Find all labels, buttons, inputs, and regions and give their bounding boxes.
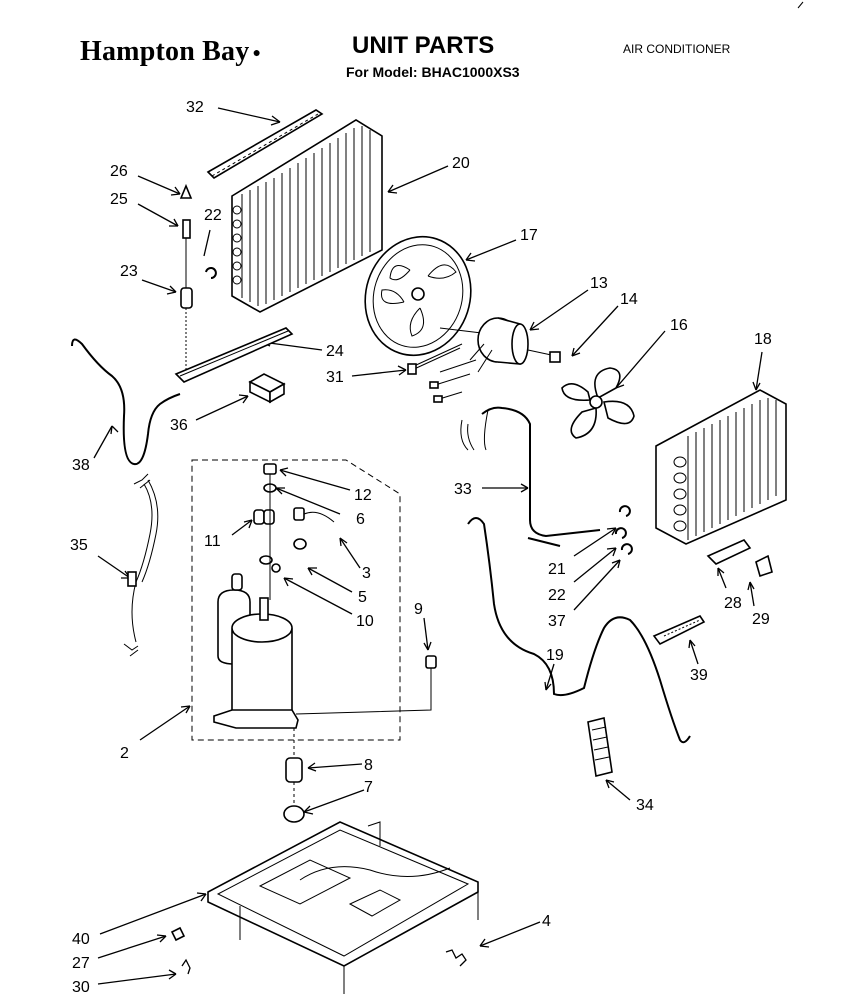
part-21-22-37-clips [614,505,633,555]
part-40-base-pan [207,821,479,994]
part-20-condenser-coil [231,119,383,313]
part-38-tube [71,338,181,466]
part-32-bracket-strip [206,109,324,180]
callout-12: 12 [354,487,372,504]
leader-lines [93,107,763,985]
part-27-screw [170,926,186,942]
brand-dot: ● [252,45,262,61]
callout-34: 34 [636,797,654,814]
model-number: BHAC1000XS3 [421,64,520,80]
callout-33: 33 [454,481,472,498]
part-24-seal-strip [174,327,294,383]
part-33-tubing [460,406,601,547]
callout-27: 27 [72,955,90,972]
callout-28: 28 [724,595,742,612]
part-35-wire-harness [123,473,159,657]
callout-8: 8 [364,757,373,774]
part-31-wiring [407,343,493,403]
callout-40: 40 [72,931,90,948]
part-2-compressor [213,573,299,729]
callout-16: 16 [670,317,688,334]
part-36-foam-block [248,373,286,404]
part-8-7-mounts [283,728,305,823]
callout-13: 13 [590,275,608,292]
product-category: AIR CONDITIONER [623,42,731,56]
callout-38: 38 [72,457,90,474]
model-prefix: For Model: [346,64,418,80]
callout-36: 36 [170,417,188,434]
callout-22: 22 [204,207,222,224]
callout-30: 30 [72,979,90,996]
callout-32: 32 [186,99,204,116]
callout-21: 21 [548,561,566,578]
part-13-fan-motor [439,317,561,365]
callout-37: 37 [548,613,566,630]
brand-name: Hampton Bay [80,36,250,67]
callout-4: 4 [542,913,551,930]
page-title: UNIT PARTS [352,32,495,59]
part-22-clip-upper [205,267,217,279]
callout-17: 17 [520,227,538,244]
callout-7: 7 [364,779,373,796]
part-39-strip [652,614,706,646]
callout-2: 2 [120,745,129,762]
model-line: For Model:BHAC1000XS3 [346,64,520,80]
callout-3: 3 [362,565,371,582]
callout-9: 9 [414,601,423,618]
callout-23: 23 [120,263,138,280]
part-18-evaporator-coil [655,389,787,545]
callout-18: 18 [754,331,772,348]
callout-5: 5 [358,589,367,606]
part-30-clip [181,958,191,975]
callout-39: 39 [690,667,708,684]
callout-6: 6 [356,511,365,528]
part-16-fan-blade [561,367,635,439]
callout-22: 22 [548,587,566,604]
callout-20: 20 [452,155,470,172]
part-4-bracket [445,949,467,967]
compressor-assembly-outline [191,459,401,741]
callout-29: 29 [752,611,770,628]
corner-mark [797,1,804,9]
callout-35: 35 [70,537,88,554]
callout-11: 11 [204,533,221,550]
part-17-fan-shroud [364,235,472,357]
part-28-29-bracket [706,539,773,578]
callout-10: 10 [356,613,374,630]
brand-logo: Hampton Bay● [80,36,261,68]
callout-26: 26 [110,163,128,180]
part-34-filter [587,717,613,777]
callout-31: 31 [326,369,344,386]
part-26-25-23-sensor [179,183,193,372]
part-19-tube [467,517,691,744]
compressor-small-parts [253,463,437,715]
callout-14: 14 [620,291,638,308]
callout-25: 25 [110,191,128,208]
callout-24: 24 [326,343,344,360]
callout-labels: 32 20 26 25 22 17 23 13 14 16 18 24 31 3… [70,99,772,996]
callout-19: 19 [546,647,564,664]
